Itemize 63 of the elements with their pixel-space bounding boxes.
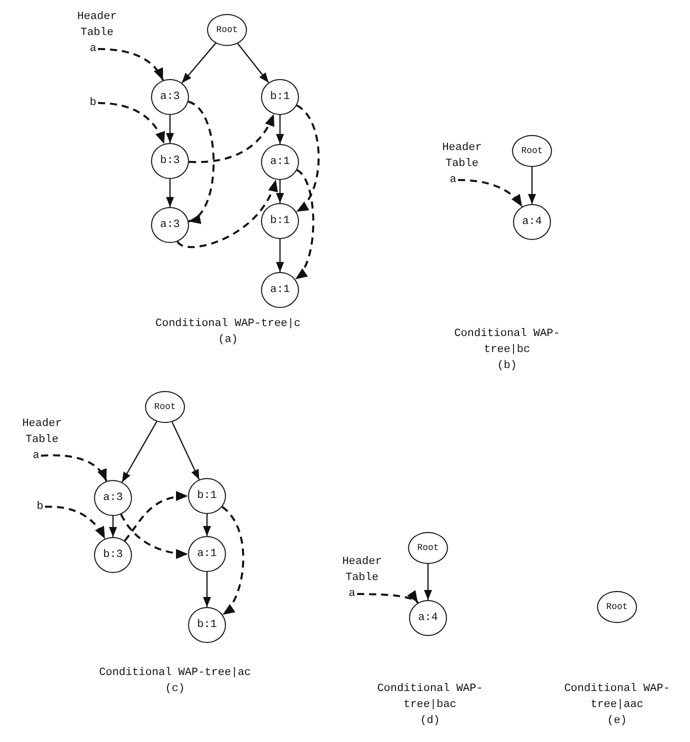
dashed-arrow [458, 179, 523, 208]
caption: Conditional WAP-tree|c [154, 317, 302, 332]
tree-node: a:3 [151, 79, 189, 115]
panel-label: (a) [217, 333, 239, 348]
tree-node: b:1 [261, 203, 299, 239]
header-entry: a [31, 449, 41, 463]
dashed-arrow [98, 48, 164, 81]
arrow [276, 180, 284, 203]
dashed-arrow [124, 492, 188, 542]
tree-node: Root [408, 532, 448, 564]
tree-node: Root [597, 591, 637, 623]
tree-node: a:4 [513, 204, 551, 240]
arrow [109, 516, 117, 537]
arrow [203, 514, 211, 536]
caption: Conditional WAP-tree|bc [453, 327, 561, 358]
header-entry: b [35, 500, 45, 514]
arrow [181, 42, 216, 84]
header-entry: a [448, 173, 458, 187]
dashed-arrow [45, 506, 106, 540]
tree-node: Root [145, 391, 185, 423]
caption: Conditional WAP-tree|bac [376, 682, 484, 713]
dashed-arrow [222, 506, 244, 616]
arrow [203, 572, 211, 607]
panel-label: (b) [496, 359, 518, 374]
dashed-arrow [294, 169, 314, 280]
arrow [276, 239, 284, 272]
panel-label: (e) [606, 714, 628, 729]
dashed-arrow [176, 179, 277, 248]
arrow [237, 43, 270, 83]
arrow [166, 179, 174, 207]
dashed-arrow [357, 590, 419, 604]
arrow [276, 115, 284, 144]
header-entry: a [347, 587, 357, 601]
tree-node: a:1 [261, 272, 299, 308]
tree-node: b:1 [188, 607, 226, 643]
panel-label: (d) [419, 714, 441, 729]
dashed-arrow [188, 114, 275, 164]
tree-node: Root [207, 14, 247, 46]
tree-node: a:1 [188, 536, 226, 572]
dashed-arrow [98, 102, 166, 144]
tree-node: a:4 [409, 600, 447, 636]
header-entry: b [88, 96, 98, 110]
tree-node: a:3 [151, 207, 189, 243]
tree-node: a:3 [94, 480, 132, 516]
dashed-arrow [188, 100, 215, 222]
panel-label: (c) [164, 682, 186, 697]
tree-node: b:3 [94, 537, 132, 573]
caption: Conditional WAP-tree|ac [98, 666, 252, 681]
tree-node: b:1 [261, 79, 299, 115]
dashed-arrow [120, 514, 188, 559]
caption: Conditional WAP-tree|aac [563, 682, 671, 713]
arrow [528, 167, 536, 204]
arrow [424, 564, 432, 600]
tree-node: Root [512, 135, 552, 167]
arrow [172, 422, 200, 480]
dashed-arrow [40, 454, 108, 482]
tree-node: b:1 [188, 478, 226, 514]
tree-node: b:3 [151, 143, 189, 179]
arrow [166, 115, 174, 143]
tree-node: a:1 [261, 144, 299, 180]
header-entry: a [88, 42, 98, 56]
dashed-arrow [296, 104, 320, 213]
arrow [121, 421, 158, 482]
